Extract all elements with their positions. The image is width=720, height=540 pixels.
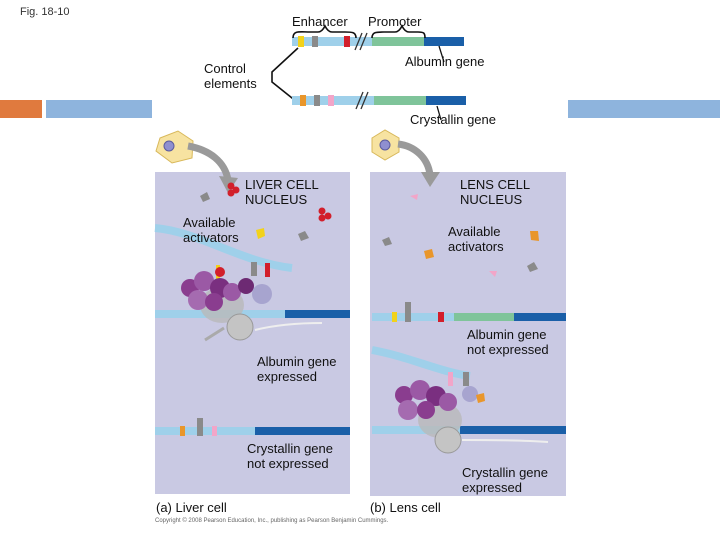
liver-crystallin-status: Crystallin gene not expressed [247, 441, 333, 471]
lens-albumin-status: Albumin gene not expressed [467, 327, 549, 357]
albumin-gene-label: Albumin gene [405, 54, 485, 69]
lens-cell-icon [371, 129, 400, 161]
enhancer-label: Enhancer [292, 14, 348, 29]
liver-crystallin-dna [155, 418, 350, 436]
lens-crystallin-status: Crystallin gene expressed [462, 465, 548, 495]
lens-activators-label: Available activators [448, 224, 504, 254]
slide-accent-orange [0, 100, 42, 118]
liver-transcription-complex [181, 267, 272, 342]
slide-accent-bar-right [568, 100, 720, 118]
crystallin-gene-dna [292, 91, 466, 110]
liver-caption: (a) Liver cell [156, 500, 227, 515]
control-elements-label: Control elements [204, 61, 257, 91]
lens-available-activators [382, 194, 539, 277]
liver-cell-icon [155, 130, 194, 164]
liver-available-activators [200, 182, 332, 241]
albumin-gene-dna [292, 32, 464, 51]
liver-nucleus-panel [155, 172, 350, 494]
lens-albumin-dna [372, 302, 566, 322]
lens-caption: (b) Lens cell [370, 500, 441, 515]
liver-albumin-status: Albumin gene expressed [257, 354, 337, 384]
lens-crystallin-dna [371, 346, 566, 434]
promoter-label: Promoter [368, 14, 422, 29]
lens-nucleus-label: LENS CELL NUCLEUS [460, 177, 531, 207]
lens-zoom-arrow [397, 140, 440, 187]
figure-label: Fig. 18-10 [20, 6, 70, 18]
liver-nucleus-label: LIVER CELL NUCLEUS [245, 177, 319, 207]
liver-activators-label: Available activators [183, 215, 239, 245]
copyright-notice: Copyright © 2008 Pearson Education, Inc.… [155, 518, 389, 524]
promoter-bracket [371, 24, 426, 39]
lens-transcription-complex [395, 380, 485, 454]
crystallin-gene-label: Crystallin gene [410, 112, 496, 127]
slide-accent-bar-left [46, 100, 152, 118]
enhancer-bracket [292, 24, 357, 39]
